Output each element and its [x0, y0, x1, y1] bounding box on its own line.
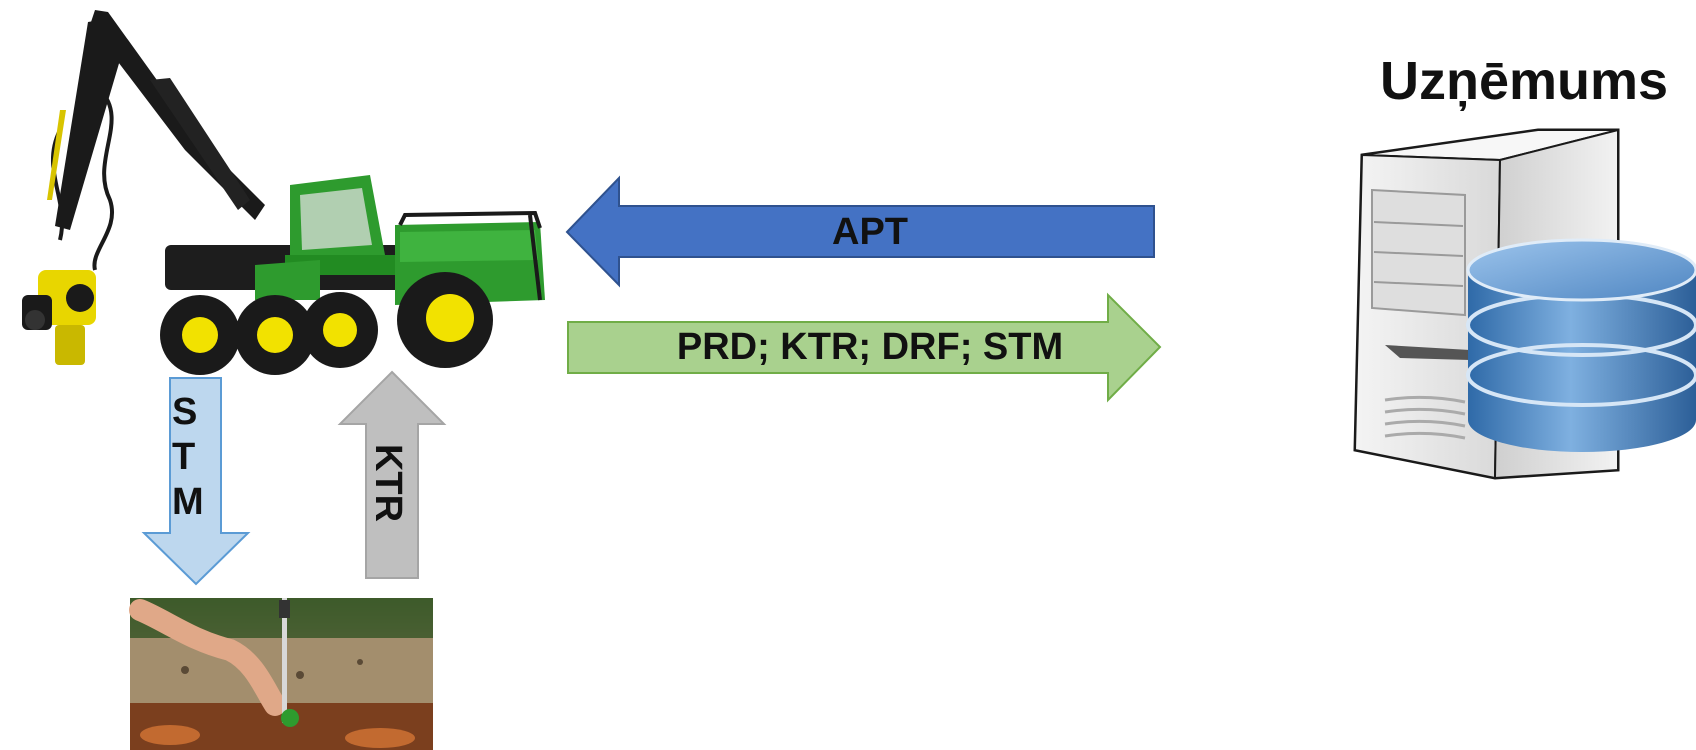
stm-arrow-label: S T M: [172, 390, 212, 525]
stm-letter-t: T: [172, 436, 196, 478]
ktr-arrow-label: KTR: [367, 443, 409, 523]
log-measurement-photo-icon: [129, 598, 433, 750]
stm-arrow: [141, 377, 251, 586]
ktr-arrow: [337, 370, 447, 579]
stm-letter-m: M: [172, 481, 204, 523]
apt-arrow-label: APT: [832, 211, 908, 253]
forest-harvester-icon: [22, 10, 545, 375]
prd-arrow: [567, 292, 1162, 403]
stm-letter-s: S: [172, 391, 198, 433]
prd-arrow-label: PRD; KTR; DRF; STM: [676, 326, 1064, 368]
server-database-icon: [1353, 128, 1696, 480]
apt-arrow: [565, 175, 1155, 288]
company-title: Uzņēmums: [1380, 51, 1669, 111]
